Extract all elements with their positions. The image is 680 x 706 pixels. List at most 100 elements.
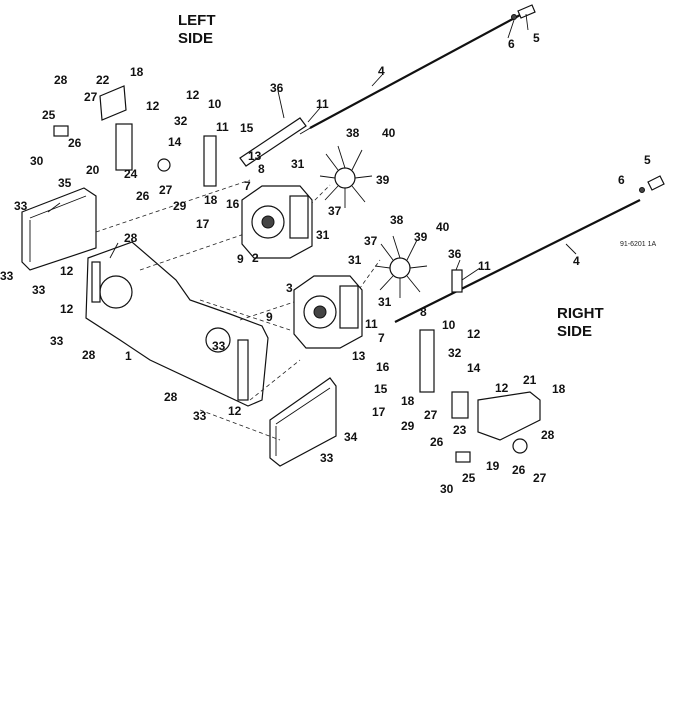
- callout-36a: 36: [270, 81, 284, 95]
- figure-code: 91-6201 1A: [620, 241, 657, 248]
- callout-26b: 26: [136, 189, 150, 203]
- callout-28c: 28: [82, 348, 96, 362]
- callout-33f: 33: [193, 409, 207, 423]
- cooling-fan-right: [374, 235, 428, 298]
- callout-33d: 33: [50, 334, 64, 348]
- callout-6b: 6: [618, 173, 625, 187]
- callout-12d: 12: [60, 302, 74, 316]
- callout-33e: 33: [212, 339, 226, 353]
- callout-25b: 25: [462, 471, 476, 485]
- callout-31d: 31: [378, 295, 392, 309]
- callout-36b: 36: [448, 247, 462, 261]
- callout-26d: 26: [512, 463, 526, 477]
- callout-22: 22: [96, 73, 110, 87]
- callout-leaders: [47, 13, 577, 281]
- linkage-left: [53, 85, 217, 187]
- callout-2: 2: [252, 251, 259, 265]
- hydro-pump-left: [241, 185, 313, 259]
- callout-1: 1: [125, 349, 132, 363]
- callout-numbers: 1 2 3 4 4 5 5 6 6 7 7 8 8 9 9 10 10 11 1…: [0, 31, 651, 496]
- frame-hole-large: [99, 275, 133, 309]
- callout-5a: 5: [533, 31, 540, 45]
- callout-25a: 25: [42, 108, 56, 122]
- callout-29b: 29: [401, 419, 415, 433]
- callout-13b: 13: [352, 349, 366, 363]
- callout-12a: 12: [186, 88, 200, 102]
- callout-17a: 17: [196, 217, 210, 231]
- rod-end-left: [517, 4, 536, 19]
- callout-12e: 12: [228, 404, 242, 418]
- callout-38a: 38: [346, 126, 360, 140]
- callout-38b: 38: [390, 213, 404, 227]
- callout-4b: 4: [573, 254, 580, 268]
- callout-11b: 11: [216, 120, 229, 134]
- callout-33g: 33: [320, 451, 334, 465]
- callout-30b: 30: [440, 482, 454, 496]
- callout-37a: 37: [328, 204, 342, 218]
- callout-28e: 28: [541, 428, 555, 442]
- alignment-lines: [95, 179, 381, 441]
- callout-11a: 11: [316, 97, 329, 111]
- callout-23: 23: [453, 423, 467, 437]
- callout-7a: 7: [244, 179, 251, 193]
- callout-18c: 18: [401, 394, 415, 408]
- callout-33c: 33: [32, 283, 46, 297]
- cooling-fan-left: [319, 145, 373, 208]
- tube-36-right: [451, 269, 463, 293]
- left-side-heading-line2: SIDE: [178, 30, 213, 47]
- callout-14a: 14: [168, 135, 182, 149]
- callout-27d: 27: [533, 471, 547, 485]
- callout-19: 19: [486, 459, 500, 473]
- callout-35: 35: [58, 176, 72, 190]
- callout-24: 24: [124, 167, 138, 181]
- callout-18b: 18: [204, 193, 218, 207]
- callout-32b: 32: [448, 346, 462, 360]
- callout-10a: 10: [208, 97, 222, 111]
- callout-39a: 39: [376, 173, 390, 187]
- main-frame-plate: [85, 241, 269, 407]
- callout-12b: 12: [146, 99, 160, 113]
- tube-36-left: [239, 117, 307, 167]
- callout-18d: 18: [552, 382, 566, 396]
- callout-39b: 39: [414, 230, 428, 244]
- callout-37b: 37: [364, 234, 378, 248]
- right-side-heading-line1: RIGHT: [557, 305, 604, 322]
- callout-12g: 12: [495, 381, 509, 395]
- callout-27b: 27: [159, 183, 173, 197]
- control-rod-left: [299, 4, 536, 135]
- callout-6a: 6: [508, 37, 515, 51]
- control-rod-right: [394, 175, 665, 323]
- callout-28a: 28: [54, 73, 68, 87]
- callout-16a: 16: [226, 197, 240, 211]
- frame-hole-small: [205, 327, 231, 353]
- left-side-heading-line1: LEFT: [178, 12, 216, 29]
- callout-26c: 26: [430, 435, 444, 449]
- callout-30a: 30: [30, 154, 44, 168]
- callout-15a: 15: [240, 121, 254, 135]
- callout-20: 20: [86, 163, 100, 177]
- callout-34: 34: [344, 430, 358, 444]
- callout-9a: 9: [237, 252, 244, 266]
- linkage-right: [419, 329, 541, 463]
- callout-33b: 33: [0, 269, 14, 283]
- jam-nut-right: [639, 187, 645, 193]
- callout-31b: 31: [316, 228, 330, 242]
- rod-end-right: [647, 175, 665, 191]
- callout-11c: 11: [478, 259, 491, 273]
- callout-31a: 31: [291, 157, 305, 171]
- callout-28d: 28: [164, 390, 178, 404]
- right-side-heading-line2: SIDE: [557, 323, 592, 340]
- callout-8a: 8: [258, 162, 265, 176]
- callout-5b: 5: [644, 153, 651, 167]
- callout-3: 3: [286, 281, 293, 295]
- callout-9b: 9: [266, 310, 273, 324]
- callout-12f: 12: [467, 327, 481, 341]
- callout-40a: 40: [382, 126, 396, 140]
- callout-33a: 33: [14, 199, 28, 213]
- callout-26a: 26: [68, 136, 82, 150]
- callout-14b: 14: [467, 361, 481, 375]
- callout-31c: 31: [348, 253, 362, 267]
- hydro-pump-right: [293, 275, 363, 349]
